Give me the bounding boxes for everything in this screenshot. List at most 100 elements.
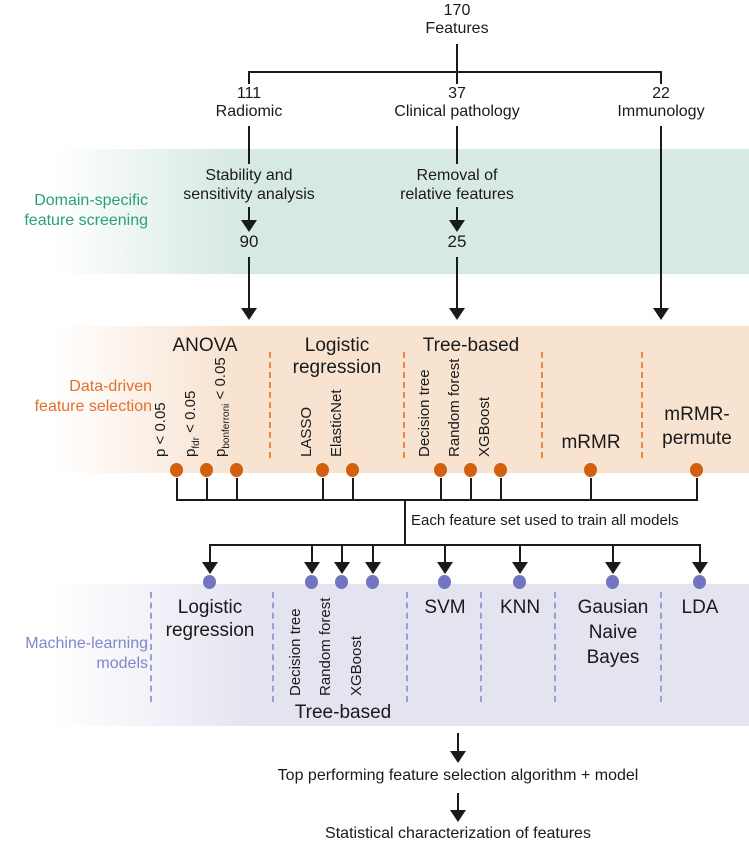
model-divider	[480, 592, 482, 702]
flow-line	[236, 478, 238, 501]
selection-method-p: p < 0.05	[152, 402, 169, 457]
selection-method-lasso: LASSO	[298, 406, 315, 457]
selection-method-elasticnet: ElasticNet	[328, 389, 345, 457]
model-knn: KNN	[499, 597, 541, 618]
models-band-label-line1: Machine-learning	[25, 635, 148, 652]
model-tree-group-label: Tree-based	[294, 702, 392, 723]
threshold-post: < 0.05	[152, 402, 169, 449]
selection-method-mrmr: mRMR	[561, 432, 621, 453]
model-dot	[606, 575, 619, 589]
arrow-down-icon	[512, 562, 528, 574]
model-logistic-line2: regression	[165, 620, 255, 641]
model-dot	[203, 575, 216, 589]
flow-line	[696, 478, 698, 501]
selection-method-decision-tree: Decision tree	[416, 369, 433, 457]
screening-step2-line2: relative features	[400, 186, 514, 203]
flow-line	[404, 499, 406, 545]
branch-label-radiomic: Radiomic	[215, 103, 283, 120]
branch-count-radiomic: 111	[236, 85, 262, 102]
branch-bus-line	[248, 71, 662, 73]
screening-band-label-line2: feature screening	[24, 212, 148, 229]
arrow-down-icon	[365, 562, 381, 574]
branch-label-clinical: Clinical pathology	[394, 103, 520, 120]
model-divider	[660, 592, 662, 702]
threshold-post: < 0.05	[212, 357, 229, 404]
flow-line	[456, 44, 458, 72]
selection-dot	[494, 463, 507, 477]
flow-line	[612, 545, 614, 563]
selection-divider	[541, 352, 543, 458]
flow-line	[440, 478, 442, 501]
arrow-down-icon	[241, 308, 257, 320]
arrow-down-icon	[437, 562, 453, 574]
selection-dot	[346, 463, 359, 477]
selection-group-tree: Tree-based	[422, 335, 520, 356]
flow-line	[206, 478, 208, 501]
model-divider	[406, 592, 408, 702]
models-band-label: Machine-learning models	[0, 634, 148, 674]
selection-dot	[200, 463, 213, 477]
flow-line	[322, 478, 324, 501]
flow-line	[660, 71, 662, 84]
selection-method-mrmr-permute-line2: permute	[662, 428, 732, 449]
model-dot	[438, 575, 451, 589]
selection-band	[0, 326, 749, 473]
screening-band-label: Domain-specific feature screening	[0, 191, 148, 231]
flow-line	[470, 478, 472, 501]
model-dot	[335, 575, 348, 589]
flow-line	[660, 126, 662, 308]
root-label: Features	[425, 20, 489, 37]
arrow-down-icon	[450, 751, 466, 763]
selection-method-pfdr: pfdr < 0.05	[182, 390, 202, 457]
collector-bus-line	[176, 499, 698, 501]
threshold-pre: p	[212, 448, 229, 457]
flow-line	[341, 545, 343, 563]
selection-divider	[641, 352, 643, 458]
model-divider	[150, 592, 152, 702]
threshold-post: < 0.05	[182, 390, 199, 437]
branch-count-clinical: 37	[448, 85, 466, 102]
models-band-label-line2: models	[96, 655, 148, 672]
screening-step2-result: 25	[447, 232, 467, 251]
selection-band-label-line1: Data-driven	[69, 378, 152, 395]
flow-line	[457, 733, 459, 752]
flow-line	[176, 478, 178, 501]
selection-dot	[584, 463, 597, 477]
selection-dot	[464, 463, 477, 477]
flow-line	[248, 207, 250, 222]
model-svm: SVM	[424, 597, 466, 618]
model-decision-tree: Decision tree	[287, 608, 304, 696]
flow-line	[519, 545, 521, 563]
threshold-sub: fdr	[191, 436, 202, 449]
arrow-down-icon	[304, 562, 320, 574]
selection-band-label-line2: feature selection	[34, 398, 152, 415]
flow-line	[248, 71, 250, 84]
threshold-pre: p	[152, 448, 169, 457]
model-dot	[693, 575, 706, 589]
selection-divider	[269, 352, 271, 458]
flow-line	[444, 545, 446, 563]
model-random-forest: Random forest	[317, 597, 334, 696]
selection-dot	[230, 463, 243, 477]
models-band	[0, 584, 749, 726]
model-divider	[272, 592, 274, 702]
threshold-sub: bonferroni	[221, 403, 232, 449]
distributor-bus-line	[209, 544, 701, 546]
selection-dot	[690, 463, 703, 477]
flow-line	[590, 478, 592, 501]
model-gnb-line2: Naive	[588, 622, 638, 643]
arrow-down-icon	[653, 308, 669, 320]
selection-group-anova: ANOVA	[172, 335, 238, 356]
selection-band-label: Data-driven feature selection	[0, 377, 152, 417]
selection-dot	[170, 463, 183, 477]
selection-dot	[434, 463, 447, 477]
selection-method-mrmr-permute-line1: mRMR-	[664, 404, 730, 425]
flow-line	[456, 207, 458, 222]
selection-dot	[316, 463, 329, 477]
arrow-down-icon	[449, 220, 465, 232]
selection-method-pbonferroni: pbonferroni < 0.05	[212, 357, 232, 457]
model-logistic-line1: Logistic	[177, 597, 243, 618]
flow-line	[311, 545, 313, 563]
flow-line	[456, 71, 458, 84]
